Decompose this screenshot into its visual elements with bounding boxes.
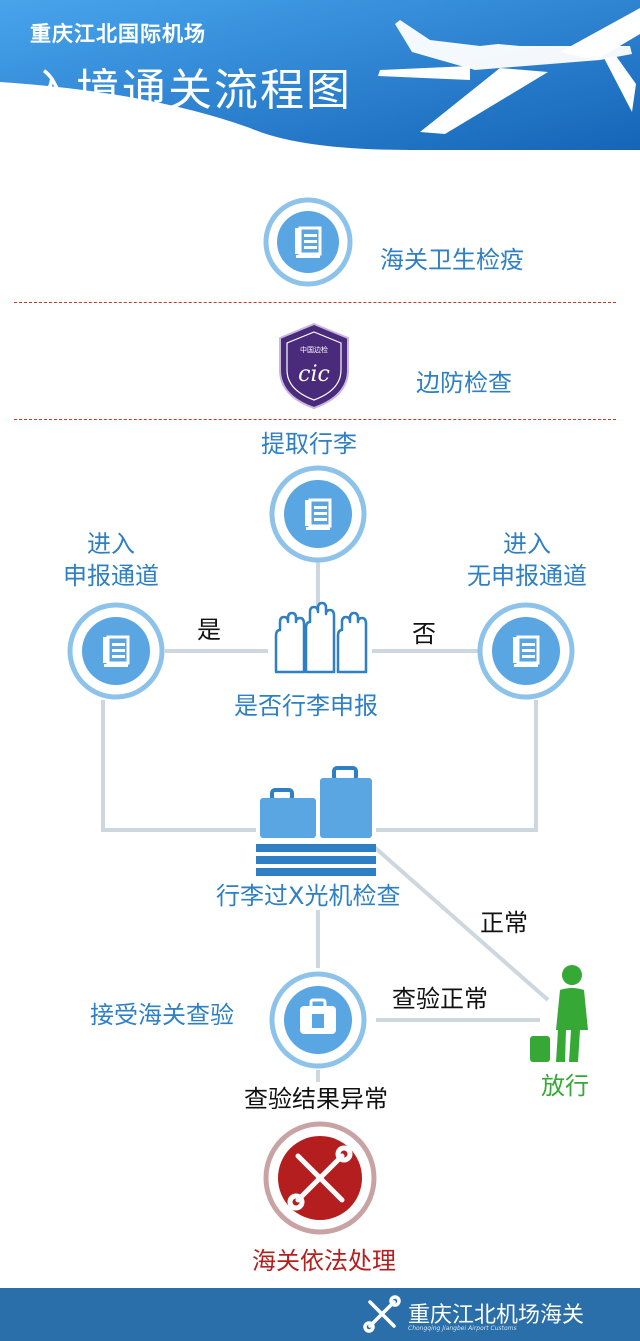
legal-node xyxy=(263,1121,377,1235)
nothing-channel-label: 进入 无申报通道 xyxy=(467,530,587,590)
connector-lines xyxy=(101,560,550,1082)
header-background xyxy=(0,0,640,150)
baggage-pickup-node xyxy=(269,465,367,563)
airplane-icon xyxy=(378,8,640,134)
suitcase-icon xyxy=(300,998,336,1034)
nothing-channel-node xyxy=(477,602,575,700)
divider-line xyxy=(14,302,616,303)
quarantine-label: 海关卫生检疫 xyxy=(380,246,524,274)
inspection-normal-label: 查验正常 xyxy=(392,985,488,1013)
header-banner: 重庆江北国际机场 入境通关流程图 xyxy=(0,0,640,150)
no-label: 否 xyxy=(412,620,436,648)
raised-hands-icon xyxy=(274,601,368,674)
abnormal-label: 查验结果异常 xyxy=(244,1085,388,1113)
luggage-xray-icon xyxy=(256,766,376,876)
xray-label: 行李过X光机检查 xyxy=(216,882,401,910)
normal-label: 正常 xyxy=(480,909,528,937)
release-label: 放行 xyxy=(541,1072,589,1100)
seal-text: 中国边检 xyxy=(300,345,328,354)
declare-channel-label: 进入 申报通道 xyxy=(63,530,159,590)
seal-mark: cic xyxy=(298,362,330,387)
header-subtitle: 重庆江北国际机场 xyxy=(30,22,206,46)
baggage-pickup-label: 提取行李 xyxy=(261,430,357,458)
footer-bar: 重庆江北机场海关 Chongqing Jiangbei Airport Cust… xyxy=(0,1288,640,1341)
customs-emblem-icon xyxy=(287,1145,353,1211)
footer-name: 重庆江北机场海关 xyxy=(408,1303,585,1328)
walking-person-icon xyxy=(530,965,588,1062)
divider-line xyxy=(14,419,616,420)
yes-label: 是 xyxy=(197,616,221,644)
footer-english: Chongqing Jiangbei Airport Customs xyxy=(408,1325,517,1332)
flow-diagram: 中国边检 cic xyxy=(67,197,588,1235)
border-seal: 中国边检 cic xyxy=(279,322,349,410)
inspection-label: 接受海关查验 xyxy=(90,1001,234,1029)
quarantine-node xyxy=(263,197,353,287)
header-title: 入境通关流程图 xyxy=(30,65,352,116)
legal-label: 海关依法处理 xyxy=(252,1247,396,1275)
border-check-label: 边防检查 xyxy=(416,369,512,397)
decision-label: 是否行李申报 xyxy=(234,692,378,720)
inspection-node xyxy=(269,971,367,1069)
declare-channel-node xyxy=(67,602,165,700)
customs-logo-icon xyxy=(363,1295,401,1333)
